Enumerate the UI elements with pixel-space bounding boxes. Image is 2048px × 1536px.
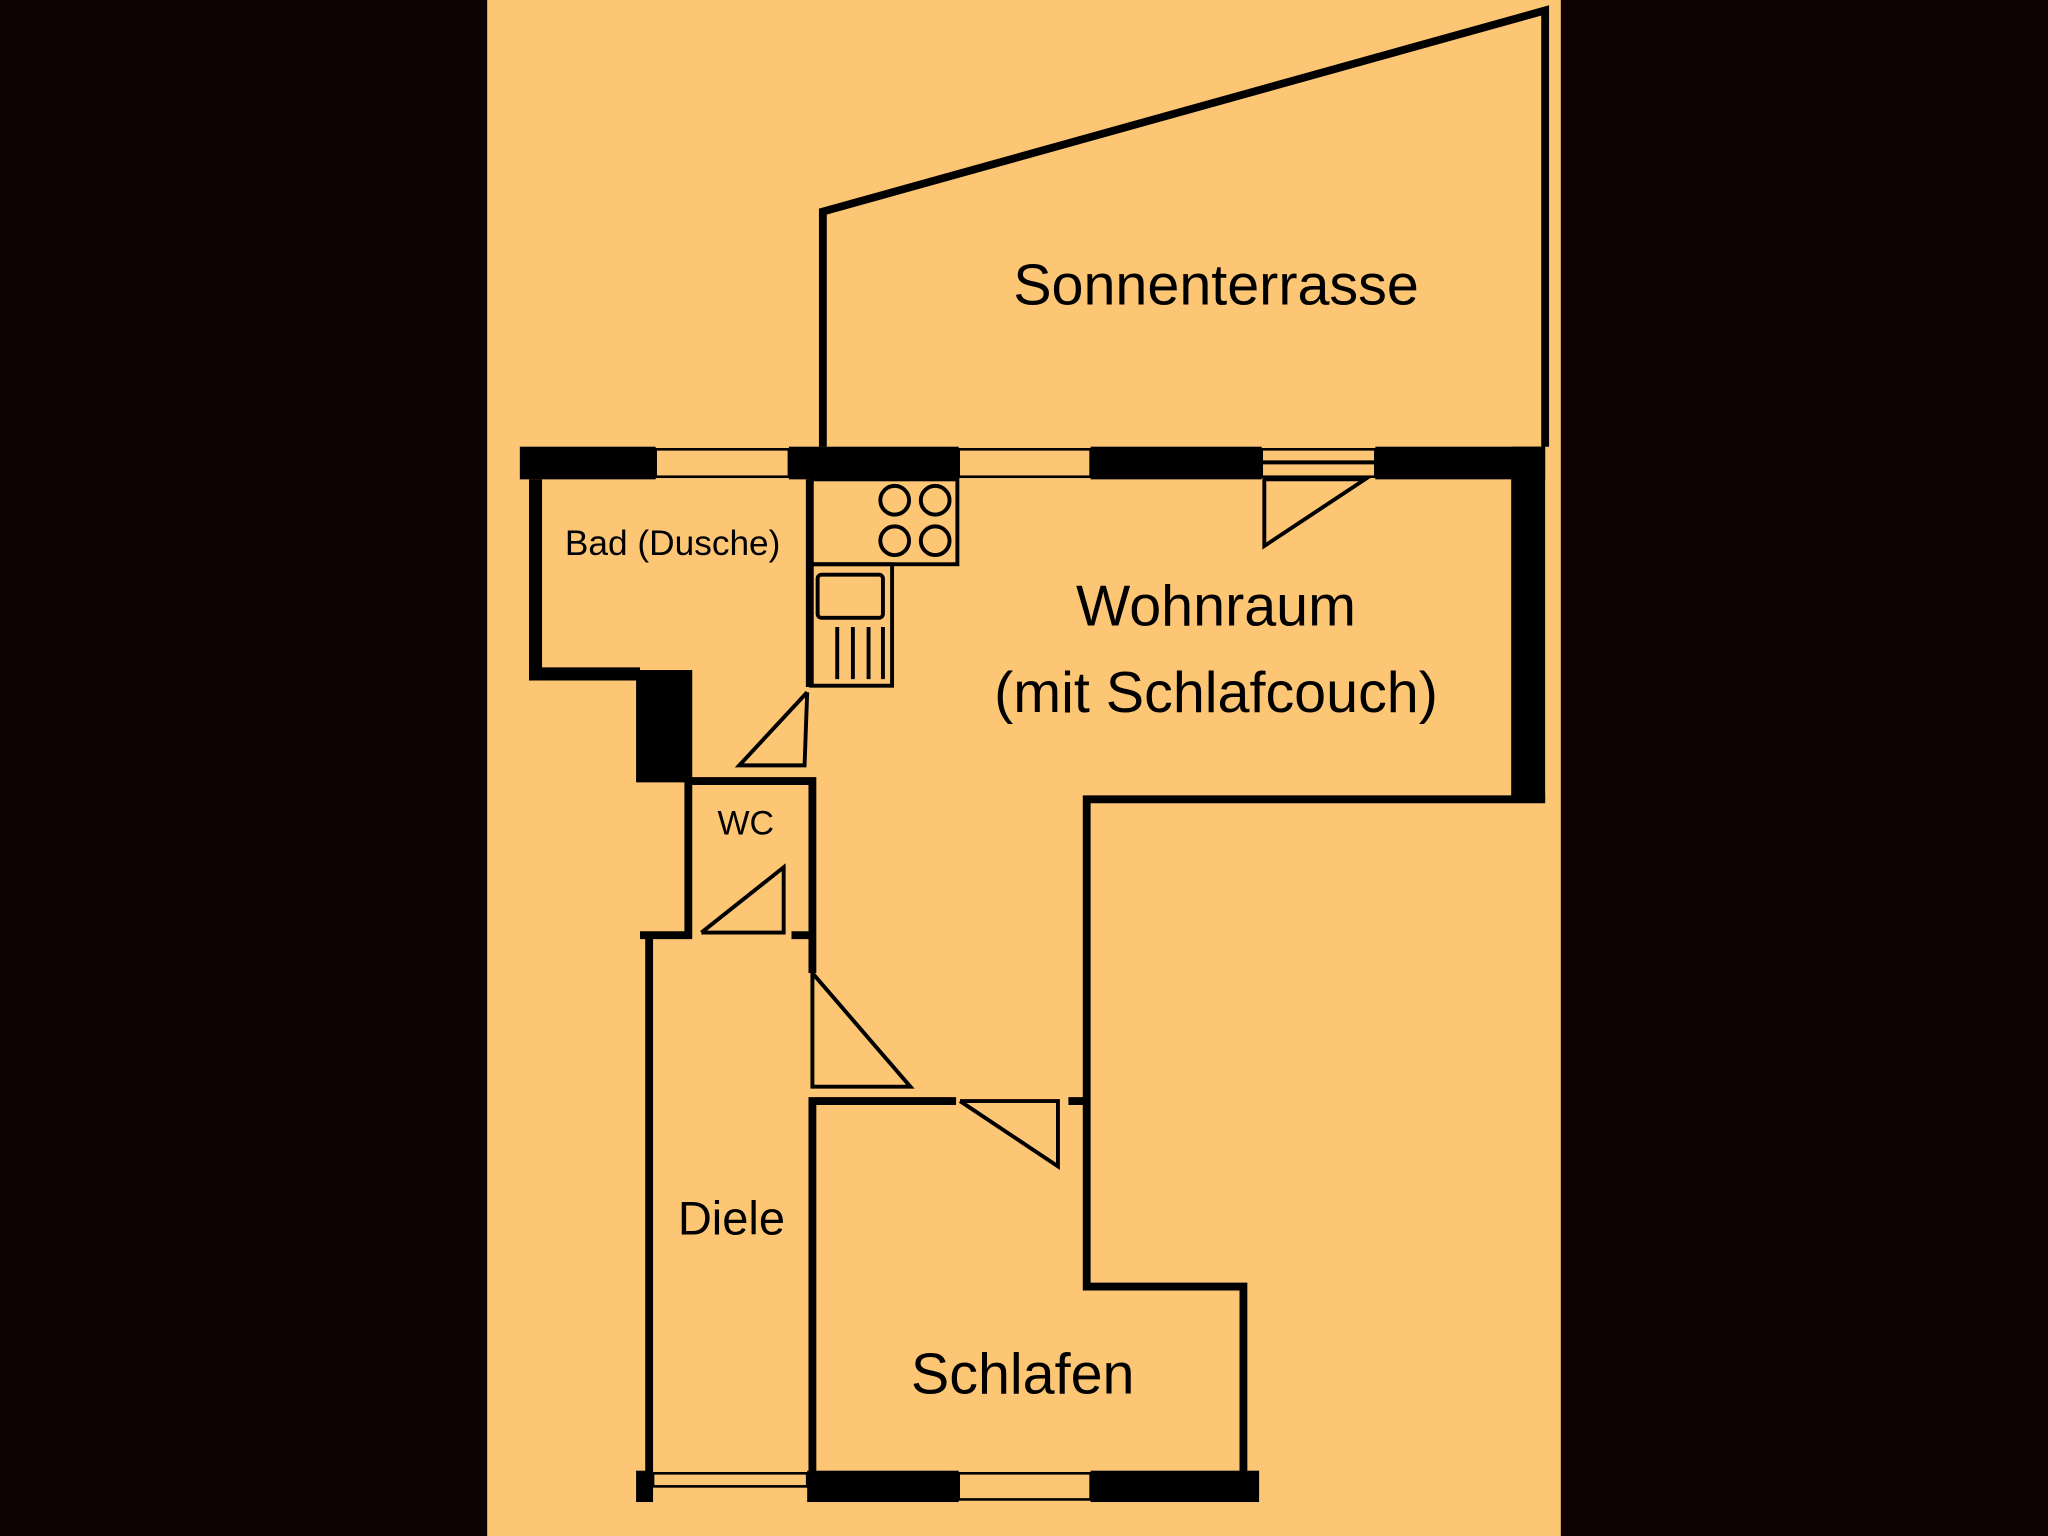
terrace-outline	[818, 5, 1550, 447]
wc-right-wall	[688, 777, 817, 974]
bottom-wall	[636, 1470, 1260, 1503]
burner-icon	[918, 524, 952, 558]
room-label-terrace: Sonnenterrasse	[1013, 253, 1419, 317]
room-label-living: Wohnraum	[1076, 575, 1356, 639]
room-label-bath: Bad (Dusche)	[565, 524, 781, 563]
burner-icon	[878, 483, 912, 517]
burner-icon	[918, 483, 952, 517]
room-label-living-note: (mit Schlafcouch)	[994, 661, 1438, 725]
burner-icon	[878, 524, 912, 558]
room-label-hall: Diele	[678, 1191, 785, 1244]
wc-door-swing	[700, 863, 786, 935]
bath-wall	[528, 479, 640, 681]
living-right-wall	[1511, 446, 1546, 801]
room-label-wc: WC	[718, 805, 775, 843]
terrace-door-swing	[1262, 477, 1372, 550]
wc-left-wall	[640, 781, 693, 940]
room-label-bedroom: Schlafen	[911, 1343, 1135, 1407]
sink	[809, 562, 895, 688]
bedroom-wall	[808, 1097, 957, 1476]
wall-pillar	[636, 670, 693, 783]
living-bedroom-wall	[1082, 795, 1546, 1476]
bedroom-door-swing	[958, 1099, 1060, 1171]
hall-door-swing	[810, 971, 915, 1089]
top-wall	[519, 446, 1546, 480]
bath-door-swing	[734, 690, 810, 768]
